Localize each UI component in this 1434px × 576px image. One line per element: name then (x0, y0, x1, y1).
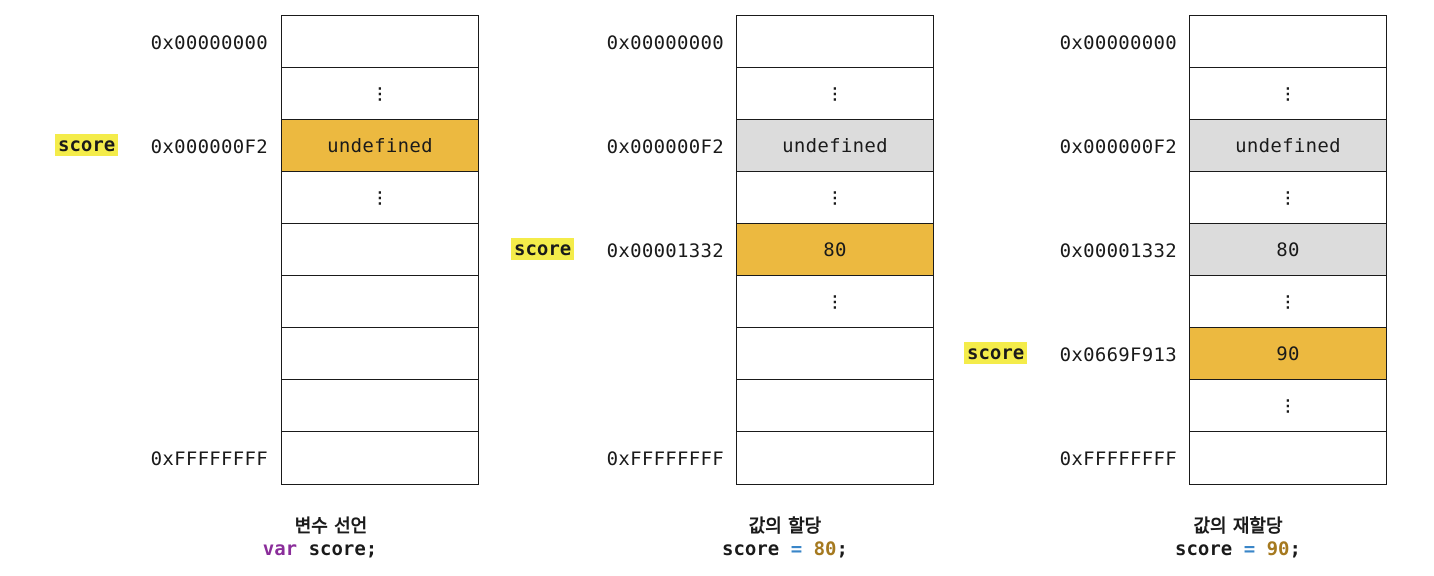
code-snippet: score = 80; (635, 538, 935, 560)
code-operator: = (1243, 538, 1256, 560)
memory-cell (282, 16, 478, 68)
ellipsis-cell: ⋮ (282, 68, 478, 120)
memory-cell-stale: 80 (1190, 224, 1386, 276)
address-bottom: 0xFFFFFFFF (150, 448, 268, 470)
ellipsis-cell: ⋮ (1190, 380, 1386, 432)
address-middle-1: 0x000000F2 (1059, 136, 1177, 158)
memory-cell (282, 328, 478, 380)
memory-cell (282, 276, 478, 328)
ellipsis-cell: ⋮ (1190, 172, 1386, 224)
memory-cell-stale: undefined (1190, 120, 1386, 172)
address-variable: 0x000000F2 (150, 136, 268, 158)
code-snippet: var score; (170, 538, 470, 560)
code-value: 90 (1266, 538, 1290, 560)
caption: 값의 재할당 (1193, 516, 1283, 537)
address-variable: 0x00001332 (606, 240, 724, 262)
memory-cell (1190, 16, 1386, 68)
memory-cell (282, 380, 478, 432)
code-value: 80 (813, 538, 837, 560)
address-middle: 0x000000F2 (606, 136, 724, 158)
ellipsis-cell: ⋮ (1190, 276, 1386, 328)
ellipsis-cell: ⋮ (1190, 68, 1386, 120)
memory-table: ⋮ undefined ⋮ 80 ⋮ (736, 15, 934, 485)
ellipsis-cell: ⋮ (737, 172, 933, 224)
memory-cell-current: 80 (737, 224, 933, 276)
code-end: ; (1289, 538, 1301, 560)
code-end: ; (365, 538, 378, 560)
code-keyword: var (262, 538, 298, 560)
address-top: 0x00000000 (150, 32, 268, 54)
ellipsis-cell: ⋮ (737, 68, 933, 120)
memory-cell (282, 224, 478, 276)
memory-cell (1190, 432, 1386, 484)
variable-label: score (964, 342, 1028, 364)
memory-cell (737, 380, 933, 432)
address-middle-2: 0x00001332 (1059, 240, 1177, 262)
code-operator: = (790, 538, 803, 560)
code-end: ; (836, 538, 848, 560)
ellipsis-cell: ⋮ (737, 276, 933, 328)
address-variable: 0x0669F913 (1059, 344, 1177, 366)
address-bottom: 0xFFFFFFFF (606, 448, 724, 470)
caption: 변수 선언 (294, 516, 368, 537)
code-snippet: score = 90; (1088, 538, 1388, 560)
variable-label: score (511, 238, 575, 260)
caption: 값의 할당 (748, 516, 822, 537)
memory-cell-stale: undefined (737, 120, 933, 172)
code-identifier: score (308, 538, 366, 560)
address-top: 0x00000000 (606, 32, 724, 54)
memory-cell (737, 328, 933, 380)
memory-cell (737, 16, 933, 68)
code-identifier: score (1175, 538, 1233, 560)
memory-table: ⋮ undefined ⋮ (281, 15, 479, 485)
address-bottom: 0xFFFFFFFF (1059, 448, 1177, 470)
code-identifier: score (722, 538, 780, 560)
memory-cell-current: undefined (282, 120, 478, 172)
address-top: 0x00000000 (1059, 32, 1177, 54)
memory-table: ⋮ undefined ⋮ 80 ⋮ 90 ⋮ (1189, 15, 1387, 485)
variable-label: score (55, 134, 119, 156)
ellipsis-cell: ⋮ (282, 172, 478, 224)
memory-cell-current: 90 (1190, 328, 1386, 380)
